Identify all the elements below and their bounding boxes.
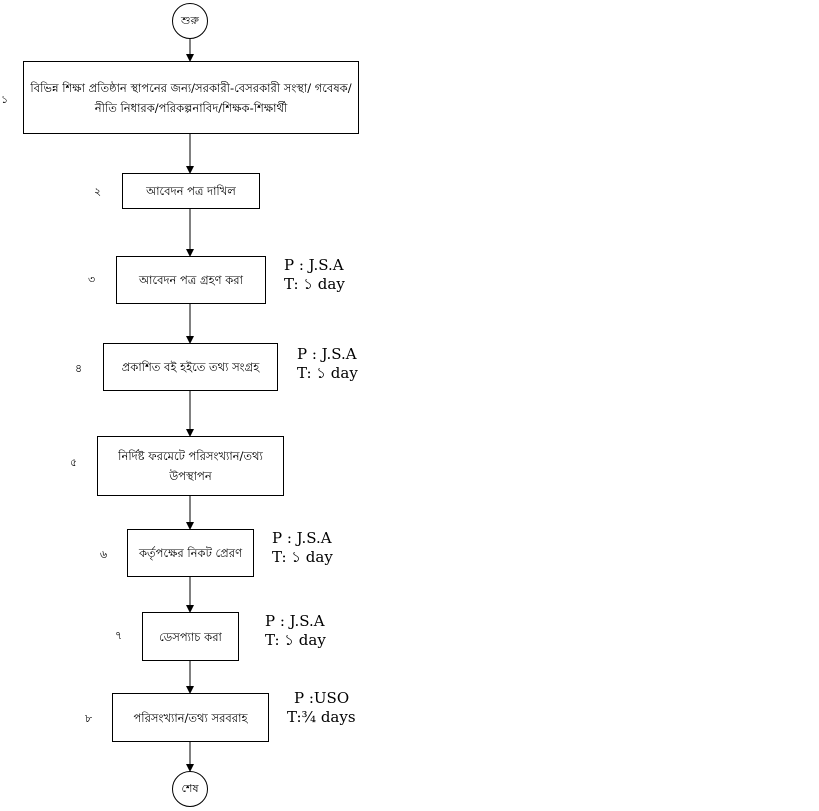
step-6-box: কর্তৃপক্ষের নিকট প্রেরণ [127,529,254,577]
step-7-time: T: ১ day [265,631,326,649]
end-node: শেষ [172,771,208,807]
step-6-note: P : J.S.A T: ১ day [272,529,333,567]
step-1-box: বিভিন্ন শিক্ষা প্রতিষ্ঠান স্থাপনের জন্য/… [23,61,359,134]
step-7-person: P : J.S.A [265,612,325,630]
step-2-number: ২ [94,185,102,198]
step-1-number: ১ [1,93,9,106]
step-8-number: ৮ [85,712,93,725]
start-node: শুরু [172,3,208,39]
step-4-box: প্রকাশিত বই হইতে তথ্য সংগ্রহ [103,343,278,391]
step-3-note: P : J.S.A T: ১ day [284,256,345,294]
step-4-time: T: ১ day [297,364,358,382]
step-7-box: ডেসপ্যাচ করা [142,612,239,661]
step-8-time: T:¾ days [287,708,356,726]
step-6-person: P : J.S.A [272,529,332,547]
step-8-box: পরিসংখ্যান/তথ্য সরবরাহ [112,693,269,742]
step-3-box: আবেদন পত্র গ্রহণ করা [116,256,266,304]
step-5-number: ৫ [70,456,78,469]
step-4-number: ৪ [75,362,83,375]
step-4-note: P : J.S.A T: ১ day [297,345,358,383]
step-3-person: P : J.S.A [284,256,344,274]
step-7-note: P : J.S.A T: ১ day [265,612,326,650]
step-6-number: ৬ [100,548,108,561]
step-4-person: P : J.S.A [297,345,357,363]
step-8-note: P :USO T:¾ days [287,689,356,727]
step-7-number: ৭ [115,629,123,642]
step-3-number: ৩ [88,273,96,286]
step-3-time: T: ১ day [284,275,345,293]
step-6-time: T: ১ day [272,548,333,566]
step-2-box: আবেদন পত্র দাখিল [122,173,260,209]
step-8-person: P :USO [294,689,350,707]
step-5-box: নির্দিষ্ট ফরমেটে পরিসংখ্যান/তথ্য উপস্থাপ… [97,436,284,496]
